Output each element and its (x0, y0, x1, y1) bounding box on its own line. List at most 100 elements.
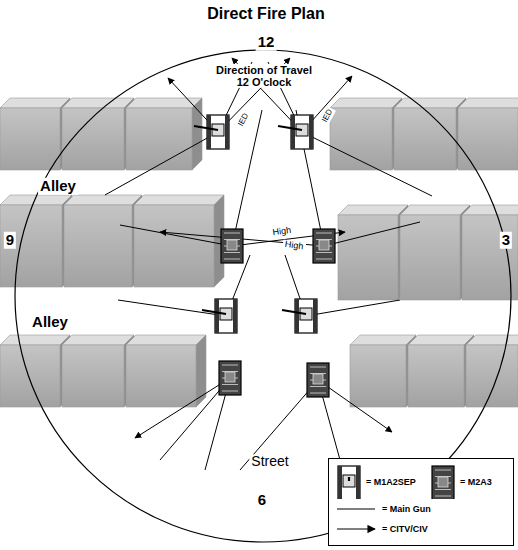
ifv-detail (310, 367, 326, 368)
ifv-detail (435, 470, 451, 471)
main-gun-sample (337, 508, 375, 509)
legend-sample (335, 465, 363, 499)
building (64, 205, 132, 287)
main-gun-line (232, 110, 262, 246)
building-roof (0, 98, 70, 108)
ifv-turret (313, 374, 323, 384)
building-roof (62, 98, 134, 108)
ifv-hull (307, 363, 329, 397)
main-gun-line (118, 300, 226, 316)
building (126, 345, 196, 407)
tank-hull (295, 299, 317, 333)
tank-track (338, 466, 342, 499)
building (462, 215, 518, 300)
building (466, 345, 518, 407)
building (350, 345, 406, 407)
building (0, 108, 60, 170)
ifv-detail (310, 393, 326, 394)
ifv-detail (316, 252, 332, 253)
tank-turret (343, 475, 355, 487)
main-gun-line (240, 380, 318, 470)
tank-hull (291, 115, 313, 149)
building-roof (394, 98, 466, 108)
tank-barrel (278, 126, 302, 130)
building (338, 215, 398, 300)
legend-text: = Main Gun (382, 504, 431, 514)
ifv-turret (438, 477, 448, 487)
building (408, 345, 464, 407)
ifv-hull (432, 466, 454, 499)
tank-track (295, 299, 299, 333)
building-roof (466, 335, 518, 345)
map-label: 6 (256, 492, 268, 509)
map-label: Alley (30, 314, 70, 331)
legend-text: = M2A3 (460, 477, 492, 487)
tank-track (207, 115, 211, 149)
ifv-hull (221, 229, 243, 263)
main-gun-line (324, 222, 420, 246)
ifv-detail (316, 259, 332, 260)
map-label: High (282, 240, 306, 253)
building-roof (0, 335, 70, 345)
building (394, 108, 456, 170)
legend-entry: = CITV/CIV (335, 523, 428, 535)
building (0, 205, 62, 287)
tank-hull (207, 115, 229, 149)
tank-track (291, 115, 295, 149)
map-label: Alley (38, 178, 78, 195)
legend-entry: = M2A3 (429, 465, 492, 499)
legend-sample (429, 465, 457, 499)
ifv-turret (227, 240, 237, 250)
map-label: 3 (500, 232, 512, 249)
main-gun-line (302, 132, 432, 196)
legend-box: = M1A2SEP = M2A3 = Main Gun = CITV/CIV (328, 458, 514, 546)
building-roof (134, 195, 224, 205)
building-roof (408, 335, 474, 345)
map-label: Direction of Travel 12 O'clock (207, 64, 321, 88)
ifv-hull (219, 361, 241, 395)
legend-entry: = Main Gun (335, 503, 431, 515)
tank-barrel (202, 310, 226, 314)
legend-text: = CITV/CIV (382, 524, 428, 534)
tank-track (309, 115, 313, 149)
main-gun-line (105, 132, 218, 195)
map-label: High (270, 226, 294, 239)
map-label: 12 (256, 34, 277, 51)
ifv-detail (316, 233, 332, 234)
building-roof (400, 205, 470, 215)
tank-barrel (282, 310, 306, 314)
main-gun-line (306, 300, 400, 316)
building (126, 108, 192, 170)
legend-entry: = M1A2SEP (335, 465, 416, 499)
tank-hull (215, 299, 237, 333)
building (458, 108, 518, 170)
tank-track (225, 115, 229, 149)
building-roof (338, 205, 408, 215)
ifv-detail (435, 496, 451, 497)
tank-track (356, 466, 360, 499)
legend-sample (335, 503, 379, 515)
ifv-detail (224, 259, 240, 260)
map-label: 9 (4, 232, 16, 249)
ifv-turret (319, 240, 329, 250)
building (62, 345, 124, 407)
range-circle (15, 50, 511, 542)
building-roof (330, 98, 402, 108)
tank-barrel (194, 126, 218, 130)
ifv-detail (435, 489, 451, 490)
legend-text: = M1A2SEP (366, 477, 416, 487)
tank-track (313, 299, 317, 333)
building-roof (350, 335, 416, 345)
building-roof (126, 335, 206, 345)
ifv-hull (313, 229, 335, 263)
ifv-detail (310, 386, 326, 387)
ifv-detail (222, 391, 238, 392)
citv-sample (337, 528, 375, 529)
ifv-turret (225, 372, 235, 382)
building (400, 215, 460, 300)
title: Direct Fire Plan (207, 5, 324, 23)
building-roof (458, 98, 518, 108)
map-label: IED (236, 110, 252, 129)
building (134, 205, 214, 287)
building-roof (64, 195, 142, 205)
